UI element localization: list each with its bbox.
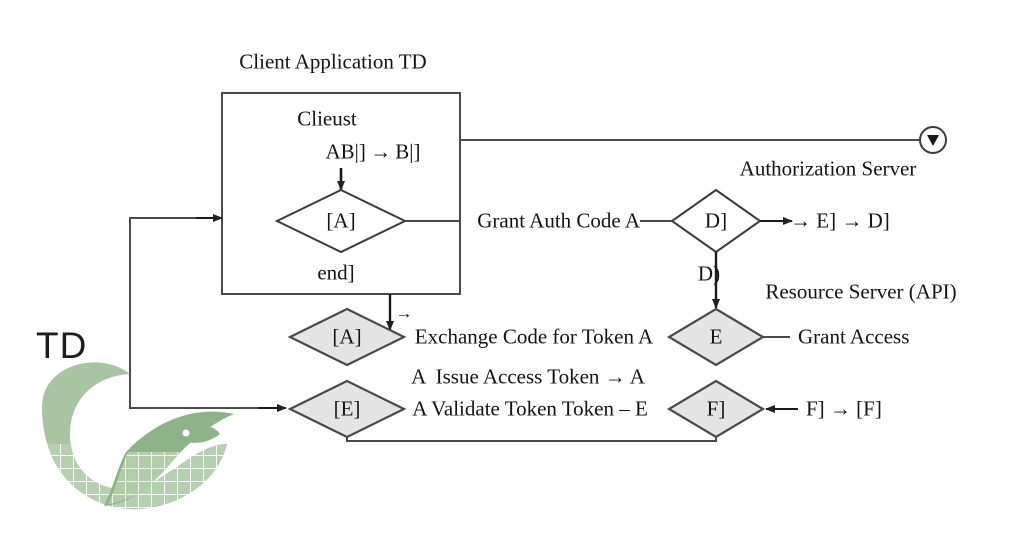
authorization-server-title: Authorization Server — [739, 156, 917, 181]
exchange-code-token-label: Exchange Code for Token A — [414, 324, 654, 349]
resource-server-title: Resource Server (API) — [765, 279, 957, 304]
client-box-expression-text: AB|] → B|] — [325, 139, 421, 164]
validate-token-token-label: A Validate Token Token – E — [412, 396, 648, 421]
client-end-label: end] — [317, 260, 355, 285]
resource-return-label: F] → [F] — [806, 396, 882, 421]
resource-access-label: E — [709, 324, 723, 349]
grant-auth-code-label: Grant Auth Code A — [477, 208, 640, 233]
box-down-arrow-glyph: → — [395, 303, 413, 323]
auth-to-resource-label: D) — [697, 261, 721, 286]
auth-decision-label: D] — [704, 208, 728, 233]
validate-token-label: [E] — [333, 396, 361, 421]
exchange-code-diamond — [287, 307, 407, 367]
brand-text: TD — [36, 325, 88, 366]
client-application-title: Client Application TD — [239, 49, 427, 74]
client-box-title-text: Clieust — [297, 106, 357, 131]
resource-validate-label: F] — [706, 396, 726, 421]
client-decision-label: [A] — [326, 208, 356, 233]
auth-out-label: → E] → D] — [790, 208, 890, 233]
resource-access-diamond — [666, 307, 766, 367]
exchange-code-label: [A] — [332, 324, 362, 349]
client-decision-diamond — [274, 188, 408, 254]
circle-down-arrow-glyph — [927, 135, 939, 146]
bottom-return-rail — [346, 437, 717, 442]
grant-access-label: Grant Access — [798, 324, 910, 349]
issue-access-token-label: A Issue Access Token → A — [411, 364, 645, 389]
